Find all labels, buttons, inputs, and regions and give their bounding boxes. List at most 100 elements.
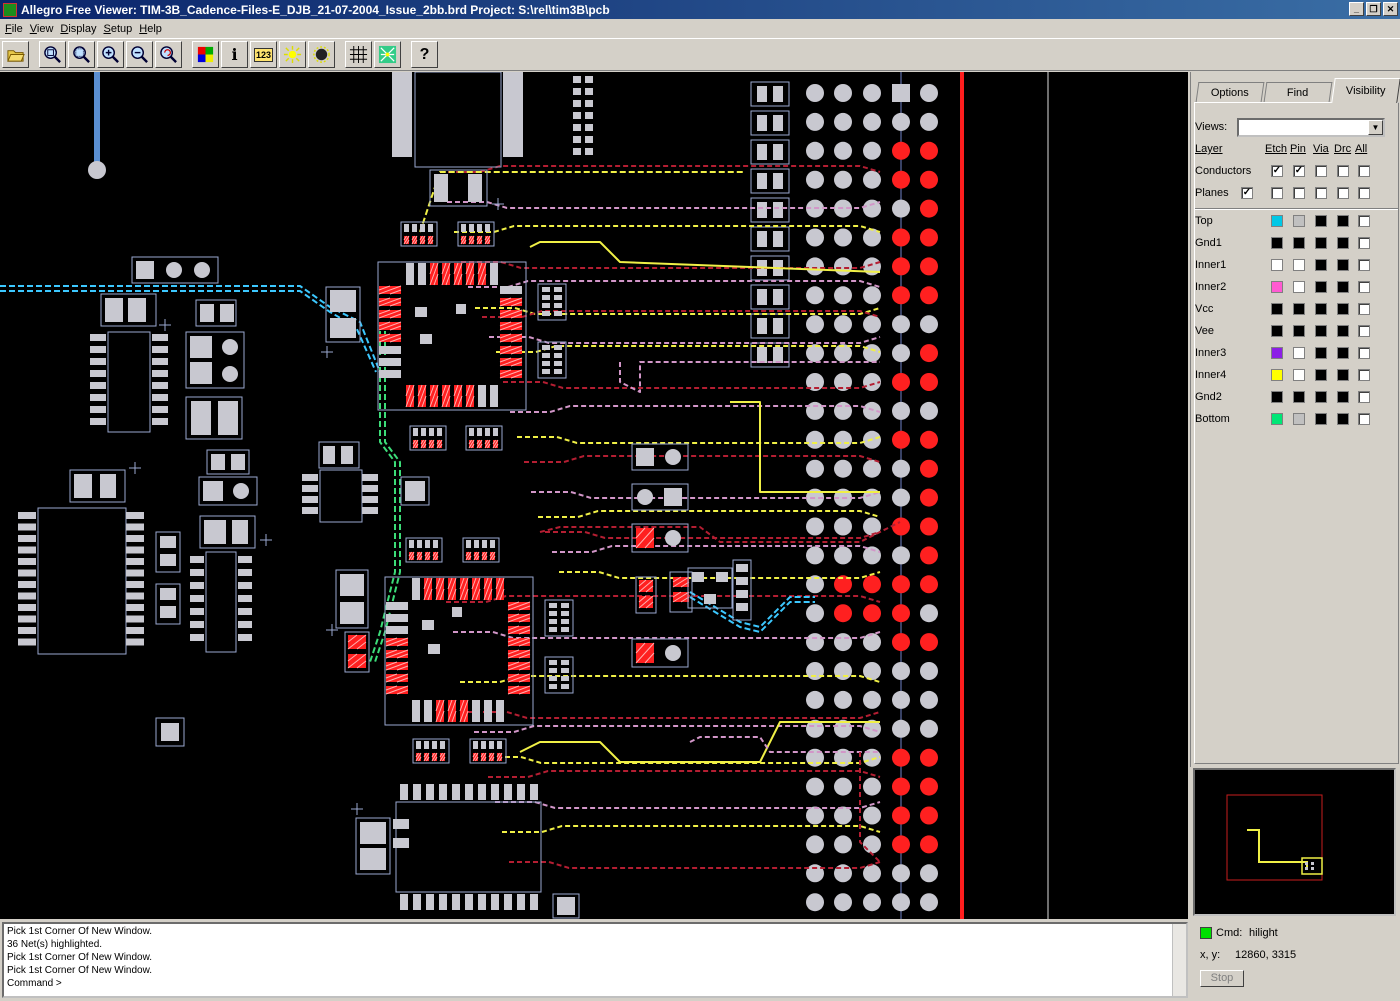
all-header[interactable]: All bbox=[1355, 143, 1368, 155]
menu-help[interactable]: Help bbox=[139, 22, 162, 35]
chevron-down-icon[interactable]: ▼ bbox=[1368, 120, 1383, 135]
layer-drc-color[interactable] bbox=[1337, 237, 1349, 249]
layer-etch-color[interactable] bbox=[1271, 369, 1283, 381]
layer-pin-color[interactable] bbox=[1293, 215, 1305, 227]
layer-drc-color[interactable] bbox=[1337, 259, 1349, 271]
planes-column-checkbox[interactable] bbox=[1315, 187, 1327, 199]
layer-pin-color[interactable] bbox=[1293, 347, 1305, 359]
measure-button[interactable]: 123 bbox=[250, 41, 277, 68]
conductors-checkbox[interactable]: ✓ bbox=[1271, 165, 1283, 177]
via-header[interactable]: Via bbox=[1313, 143, 1329, 155]
menu-view[interactable]: View bbox=[29, 22, 54, 35]
layer-etch-color[interactable] bbox=[1271, 215, 1283, 227]
layer-pin-color[interactable] bbox=[1293, 413, 1305, 425]
tab-find[interactable]: Find bbox=[1263, 82, 1333, 102]
color-button[interactable] bbox=[192, 41, 219, 68]
drc-header[interactable]: Drc bbox=[1334, 143, 1352, 155]
views-dropdown[interactable]: ▼ bbox=[1237, 118, 1385, 137]
world-view[interactable] bbox=[1193, 768, 1396, 916]
dehighlight-button[interactable] bbox=[308, 41, 335, 68]
help-button[interactable]: ? bbox=[411, 41, 438, 68]
layer-etch-color[interactable] bbox=[1271, 303, 1283, 315]
layer-via-color[interactable] bbox=[1315, 413, 1327, 425]
layer-via-color[interactable] bbox=[1315, 325, 1327, 337]
layer-pin-color[interactable] bbox=[1293, 259, 1305, 271]
pcb-canvas[interactable] bbox=[0, 72, 1188, 919]
layer-all-checkbox[interactable] bbox=[1358, 391, 1370, 403]
planes-column-checkbox[interactable] bbox=[1337, 187, 1349, 199]
layer-all-checkbox[interactable] bbox=[1358, 303, 1370, 315]
layer-pin-color[interactable] bbox=[1293, 303, 1305, 315]
open-button[interactable] bbox=[2, 41, 29, 68]
etch-header[interactable]: Etch bbox=[1265, 143, 1288, 155]
layer-all-checkbox[interactable] bbox=[1358, 259, 1370, 271]
conductors-checkbox[interactable]: ✓ bbox=[1293, 165, 1305, 177]
minimize-button[interactable]: _ bbox=[1349, 2, 1364, 16]
planes-column-checkbox[interactable] bbox=[1293, 187, 1305, 199]
info-button[interactable]: i bbox=[221, 41, 248, 68]
conductors-checkbox[interactable] bbox=[1337, 165, 1349, 177]
layer-drc-color[interactable] bbox=[1337, 391, 1349, 403]
layer-via-color[interactable] bbox=[1315, 281, 1327, 293]
planes-column-checkbox[interactable] bbox=[1271, 187, 1283, 199]
layer-all-checkbox[interactable] bbox=[1358, 369, 1370, 381]
layer-etch-color[interactable] bbox=[1271, 391, 1283, 403]
layer-pin-color[interactable] bbox=[1293, 281, 1305, 293]
tab-options[interactable]: Options bbox=[1195, 82, 1265, 102]
layer-etch-color[interactable] bbox=[1271, 325, 1283, 337]
layer-via-color[interactable] bbox=[1315, 303, 1327, 315]
layer-drc-color[interactable] bbox=[1337, 281, 1349, 293]
planes-checkbox[interactable]: ✓ bbox=[1241, 187, 1253, 199]
layer-all-checkbox[interactable] bbox=[1358, 347, 1370, 359]
menu-file[interactable]: File bbox=[5, 22, 23, 35]
conductors-checkbox[interactable] bbox=[1358, 165, 1370, 177]
menu-display[interactable]: Display bbox=[60, 22, 97, 35]
layer-via-color[interactable] bbox=[1315, 369, 1327, 381]
menu-setup[interactable]: Setup bbox=[103, 22, 133, 35]
command-prompt[interactable]: Command > bbox=[7, 978, 62, 989]
layer-pin-color[interactable] bbox=[1293, 369, 1305, 381]
layer-all-checkbox[interactable] bbox=[1358, 237, 1370, 249]
zoom-in-button[interactable] bbox=[97, 41, 124, 68]
pin-header[interactable]: Pin bbox=[1290, 143, 1306, 155]
zoom-fit-button[interactable] bbox=[39, 41, 66, 68]
layer-pin-color[interactable] bbox=[1293, 391, 1305, 403]
command-console[interactable]: Pick 1st Corner Of New Window. 36 Net(s)… bbox=[2, 922, 1188, 998]
layer-via-color[interactable] bbox=[1315, 237, 1327, 249]
layer-all-checkbox[interactable] bbox=[1358, 281, 1370, 293]
layer-etch-color[interactable] bbox=[1271, 281, 1283, 293]
stop-button[interactable]: Stop bbox=[1200, 970, 1244, 987]
close-button[interactable]: ✕ bbox=[1383, 2, 1398, 16]
layer-via-color[interactable] bbox=[1315, 215, 1327, 227]
layer-drc-color[interactable] bbox=[1337, 369, 1349, 381]
layer-drc-color[interactable] bbox=[1337, 347, 1349, 359]
layer-etch-color[interactable] bbox=[1271, 259, 1283, 271]
layer-via-color[interactable] bbox=[1315, 347, 1327, 359]
layer-pin-color[interactable] bbox=[1293, 325, 1305, 337]
layer-drc-color[interactable] bbox=[1337, 215, 1349, 227]
console-scrollbar[interactable] bbox=[1172, 924, 1186, 996]
conductors-checkbox[interactable] bbox=[1315, 165, 1327, 177]
grid-button[interactable] bbox=[345, 41, 372, 68]
layer-etch-color[interactable] bbox=[1271, 237, 1283, 249]
zoom-window-button[interactable] bbox=[68, 41, 95, 68]
layer-drc-color[interactable] bbox=[1337, 303, 1349, 315]
layer-all-checkbox[interactable] bbox=[1358, 413, 1370, 425]
planes-column-checkbox[interactable] bbox=[1358, 187, 1370, 199]
ratsnest-button[interactable] bbox=[374, 41, 401, 68]
tab-visibility[interactable]: Visibility bbox=[1331, 78, 1400, 103]
layer-drc-color[interactable] bbox=[1337, 413, 1349, 425]
restore-button[interactable]: ❐ bbox=[1366, 2, 1381, 16]
layer-drc-color[interactable] bbox=[1337, 325, 1349, 337]
highlight-button[interactable] bbox=[279, 41, 306, 68]
zoom-out-button[interactable] bbox=[126, 41, 153, 68]
layer-via-color[interactable] bbox=[1315, 259, 1327, 271]
layer-all-checkbox[interactable] bbox=[1358, 215, 1370, 227]
layer-all-checkbox[interactable] bbox=[1358, 325, 1370, 337]
board-view[interactable] bbox=[0, 72, 1188, 919]
layer-pin-color[interactable] bbox=[1293, 237, 1305, 249]
zoom-previous-button[interactable] bbox=[155, 41, 182, 68]
layer-etch-color[interactable] bbox=[1271, 413, 1283, 425]
layer-etch-color[interactable] bbox=[1271, 347, 1283, 359]
layer-via-color[interactable] bbox=[1315, 391, 1327, 403]
